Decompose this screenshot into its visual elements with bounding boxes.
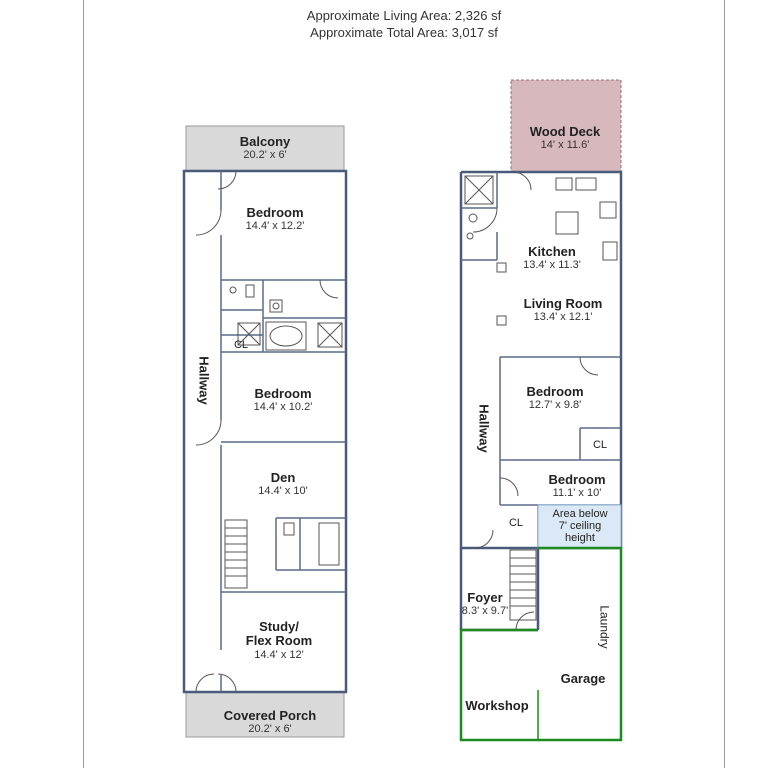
wood-deck-dims: 14' x 11.6' (540, 139, 590, 152)
right-bedroom1-dims: 12.7' x 9.8' (528, 399, 582, 412)
area-below-line2: 7' ceiling (558, 520, 602, 533)
total-area-text: Approximate Total Area: 3,017 sf (310, 25, 498, 40)
covered-porch-area (185, 691, 345, 738)
right-bedroom1-name: Bedroom (526, 384, 584, 399)
balcony-dims: 20.2' x 6' (243, 149, 287, 162)
left-inner-walls (220, 171, 346, 692)
den-dims: 14.4' x 10' (258, 485, 308, 498)
workshop-label: Workshop (465, 698, 529, 713)
right-closet1-label: CL (592, 439, 608, 451)
laundry-label: Laundry (597, 605, 612, 649)
left-bedroom1-label: Bedroom 14.4' x 12.2' (245, 205, 305, 233)
kitchen-name: Kitchen (528, 244, 576, 259)
balcony-name: Balcony (239, 134, 291, 149)
left-closet-label: CL (233, 339, 249, 351)
foyer-label: Foyer 8.3' x 9.7' (461, 590, 509, 618)
study-name-line1: Study/ (259, 619, 299, 634)
right-fixtures (464, 171, 618, 631)
left-page-edge (83, 0, 84, 768)
left-bedroom2-name: Bedroom (254, 386, 312, 401)
covered-porch-dims: 20.2' x 6' (248, 723, 292, 736)
area-below-label: Area below 7' ceiling height (552, 508, 607, 544)
living-room-label: Living Room 13.4' x 12.1' (523, 296, 603, 324)
balcony-area (185, 125, 345, 172)
area-below-line1: Area below (552, 508, 608, 520)
area-below-box (537, 504, 622, 549)
right-closet2-label: CL (508, 517, 524, 529)
kitchen-label: Kitchen 13.4' x 11.3' (523, 244, 581, 272)
study-label: Study/ Flex Room 14.4' x 12' (245, 619, 313, 661)
left-bedroom1-name: Bedroom (246, 205, 304, 220)
living-room-name: Living Room (523, 296, 603, 311)
wood-deck-label: Wood Deck 14' x 11.6' (529, 124, 601, 152)
covered-porch-label: Covered Porch 20.2' x 6' (223, 708, 317, 736)
left-hallway-label: Hallway (196, 356, 212, 405)
kitchen-dims: 13.4' x 11.3' (523, 259, 581, 272)
den-name: Den (270, 470, 296, 485)
right-page-edge (724, 0, 725, 768)
wood-deck-name: Wood Deck (529, 124, 601, 139)
study-dims: 14.4' x 12' (254, 648, 304, 661)
den-label: Den 14.4' x 10' (258, 470, 308, 498)
left-bedroom1-dims: 14.4' x 12.2' (245, 220, 305, 233)
left-outer-walls (182, 169, 348, 694)
right-bedroom1-label: Bedroom 12.7' x 9.8' (526, 384, 584, 412)
living-area-text: Approximate Living Area: 2,326 sf (306, 8, 502, 23)
right-bedroom2-dims: 11.1' x 10' (552, 487, 602, 500)
foyer-dims: 8.3' x 9.7' (461, 605, 509, 618)
right-bedroom2-label: Bedroom 11.1' x 10' (548, 472, 606, 500)
garage-label: Garage (560, 671, 606, 686)
covered-porch-name: Covered Porch (223, 708, 317, 723)
balcony-label: Balcony 20.2' x 6' (239, 134, 291, 162)
left-fixtures (195, 170, 343, 693)
left-bedroom2-dims: 14.4' x 10.2' (253, 401, 313, 414)
wood-deck-area (510, 79, 622, 173)
left-bedroom2-label: Bedroom 14.4' x 10.2' (253, 386, 313, 414)
right-bedroom2-name: Bedroom (548, 472, 606, 487)
garage-outline (459, 546, 623, 742)
right-hallway-label: Hallway (476, 404, 492, 453)
area-below-line3: height (565, 532, 595, 545)
foyer-name: Foyer (467, 590, 503, 605)
living-room-dims: 13.4' x 12.1' (533, 311, 593, 324)
study-name-line2: Flex Room (245, 633, 313, 649)
